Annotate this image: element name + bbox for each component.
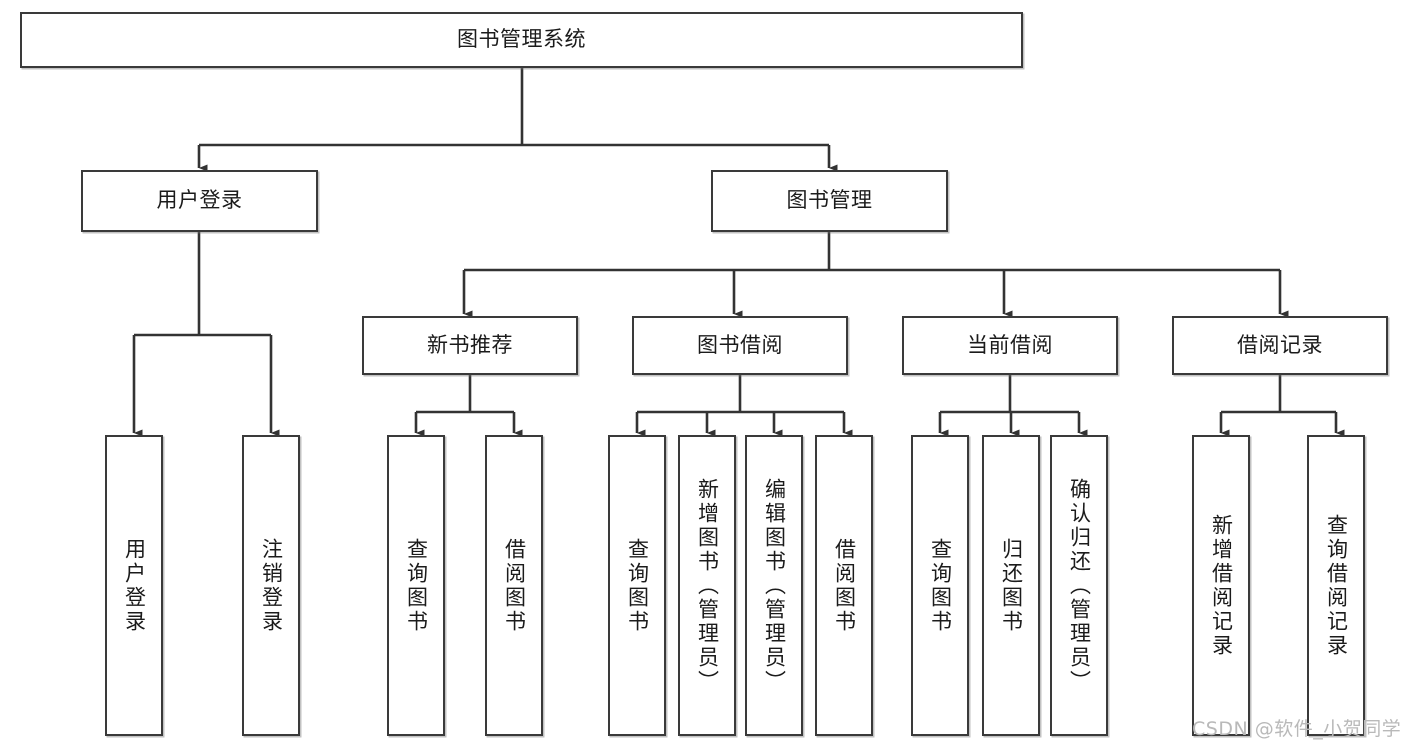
node-root[interactable]: 图书管理系统 xyxy=(20,12,1023,68)
node-book-borrow[interactable]: 图书借阅 xyxy=(632,316,848,375)
node-leaf-add-record-label: 新增借阅记录 xyxy=(1209,513,1234,658)
node-user-login-label: 用户登录 xyxy=(156,188,243,213)
node-leaf-query-book-rec-label: 查询图书 xyxy=(404,537,429,634)
node-borrow-record[interactable]: 借阅记录 xyxy=(1172,316,1388,375)
node-leaf-user-login-label: 用户登录 xyxy=(122,537,147,634)
node-leaf-query-book-rec[interactable]: 查询图书 xyxy=(387,435,445,736)
node-user-login[interactable]: 用户登录 xyxy=(81,170,318,232)
node-leaf-borrow-book[interactable]: 借阅图书 xyxy=(815,435,873,736)
node-leaf-borrow-book-rec-label: 借阅图书 xyxy=(502,537,527,634)
node-leaf-query-book-borrow[interactable]: 查询图书 xyxy=(608,435,666,736)
node-leaf-query-book-cur-label: 查询图书 xyxy=(928,537,953,634)
node-new-book-rec-label: 新书推荐 xyxy=(427,332,513,357)
node-leaf-user-login[interactable]: 用户登录 xyxy=(105,435,163,736)
node-leaf-add-record[interactable]: 新增借阅记录 xyxy=(1192,435,1250,736)
node-leaf-edit-book[interactable]: 编辑图书（管理员） xyxy=(745,435,803,736)
node-current-borrow[interactable]: 当前借阅 xyxy=(902,316,1118,375)
edge-paths xyxy=(132,68,1345,437)
node-new-book-rec[interactable]: 新书推荐 xyxy=(362,316,578,375)
node-leaf-borrow-book-rec[interactable]: 借阅图书 xyxy=(485,435,543,736)
node-leaf-return-book[interactable]: 归还图书 xyxy=(982,435,1040,736)
node-leaf-logout-label: 注销登录 xyxy=(259,537,284,634)
node-root-label: 图书管理系统 xyxy=(457,27,586,52)
node-leaf-confirm-return-label: 确认归还（管理员） xyxy=(1067,477,1092,694)
node-leaf-return-book-label: 归还图书 xyxy=(999,537,1024,634)
node-current-borrow-label: 当前借阅 xyxy=(967,332,1053,357)
node-leaf-query-book-borrow-label: 查询图书 xyxy=(625,537,650,634)
node-leaf-add-book-label: 新增图书（管理员） xyxy=(695,477,720,694)
node-leaf-add-book[interactable]: 新增图书（管理员） xyxy=(678,435,736,736)
node-book-manage-label: 图书管理 xyxy=(786,188,873,213)
node-leaf-borrow-book-label: 借阅图书 xyxy=(832,537,857,634)
node-leaf-query-record[interactable]: 查询借阅记录 xyxy=(1307,435,1365,736)
node-borrow-record-label: 借阅记录 xyxy=(1237,332,1323,357)
node-leaf-confirm-return[interactable]: 确认归还（管理员） xyxy=(1050,435,1108,736)
node-leaf-query-book-cur[interactable]: 查询图书 xyxy=(911,435,969,736)
watermark: CSDN @软件_小贺同学 xyxy=(1192,718,1402,740)
node-leaf-query-record-label: 查询借阅记录 xyxy=(1324,513,1349,658)
node-leaf-logout[interactable]: 注销登录 xyxy=(242,435,300,736)
node-book-manage[interactable]: 图书管理 xyxy=(711,170,948,232)
node-leaf-edit-book-label: 编辑图书（管理员） xyxy=(762,477,787,694)
node-book-borrow-label: 图书借阅 xyxy=(697,332,783,357)
